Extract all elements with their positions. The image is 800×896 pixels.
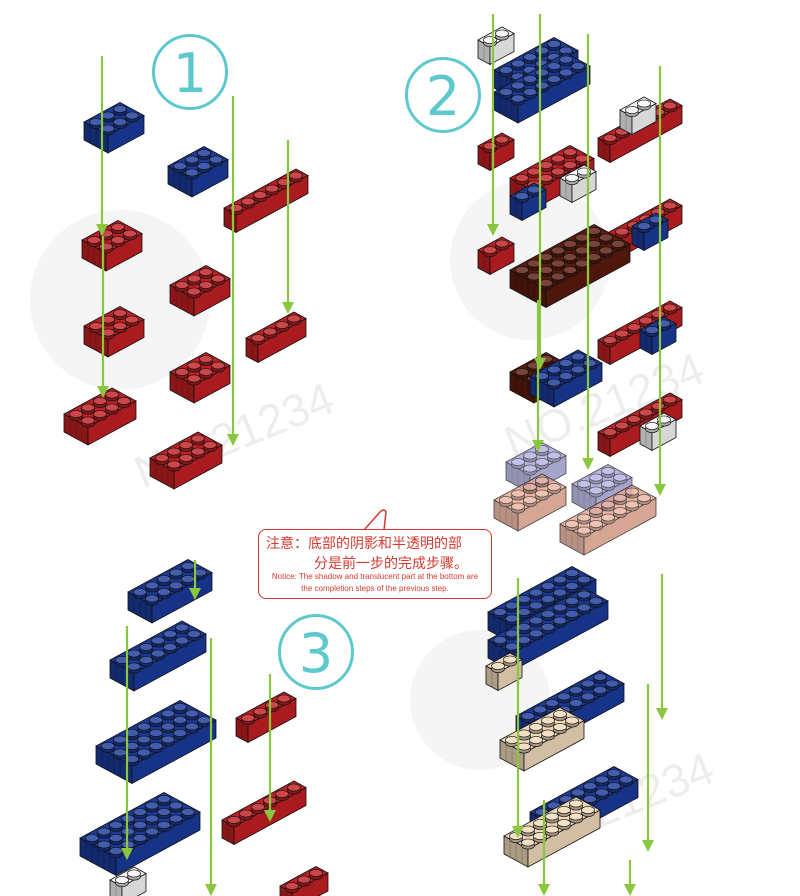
step3r-arrow-1	[512, 578, 524, 838]
step1-red-2x3-b	[169, 265, 231, 317]
step1-red-1x6	[223, 168, 309, 234]
step2-red-1x2-b	[477, 236, 515, 276]
step1-arrow-2	[97, 236, 109, 398]
step-2-badge: 2	[405, 57, 481, 133]
step3-blue-ring-2	[95, 700, 217, 785]
step3-blue-ring-1	[109, 620, 207, 692]
step2-white-1x2-a	[619, 96, 657, 136]
step2-arrow-5	[532, 300, 544, 452]
step2-ghost-peach-b	[559, 484, 657, 556]
step3r-tan-1	[485, 652, 523, 692]
step1-red-2x3-c	[83, 306, 145, 358]
notice-callout	[258, 529, 492, 599]
step3-arrow-3	[205, 638, 217, 896]
step3-blue-1	[127, 559, 213, 624]
notice-cn-line-1: 注意：底部的阴影和半透明的部	[266, 536, 462, 552]
step1-arrow-4	[282, 140, 294, 314]
watermark-logo	[30, 210, 210, 390]
step1-red-2x4-b	[149, 431, 223, 490]
step1-red-2x3-d	[169, 352, 231, 404]
callout-tail	[363, 509, 387, 531]
step3r-tan-3	[503, 796, 601, 868]
step2-arrow-4	[654, 66, 666, 496]
notice-en-line-1: Notice: The shadow and translucent part …	[271, 572, 479, 581]
step1-arrow-3	[227, 96, 239, 446]
step3-red-1x3	[279, 866, 329, 896]
step3-blue-ring-3	[79, 792, 201, 877]
notice-en-line-2: the completion steps of the previous ste…	[301, 584, 449, 593]
step2-blue-base-front	[493, 52, 591, 124]
step2-arrow-1	[487, 14, 499, 236]
step3r-arrow-5	[624, 860, 636, 896]
step3-red-1x4-a	[235, 691, 297, 744]
step-1-badge: 1	[152, 34, 228, 110]
step2-red-1x2-a	[477, 132, 515, 172]
step2-blue-1x2-c	[639, 316, 677, 356]
step2-arrow-3	[582, 34, 594, 470]
step1-arrow-1	[96, 56, 108, 236]
step2-ghost-peach-a	[493, 473, 567, 532]
step3-arrow-1	[189, 560, 201, 600]
step3-arrow-4	[264, 674, 276, 822]
step1-red-2x3-a	[81, 220, 143, 272]
step-3-badge: 3	[278, 614, 354, 690]
notice-cn-line-2: 分是前一步的完成步骤。	[314, 556, 468, 572]
step3r-arrow-2	[642, 684, 654, 852]
step3r-arrow-3	[656, 574, 668, 720]
step1-red-2x4-a	[63, 387, 137, 446]
step2-white-1x2-top	[477, 26, 515, 66]
step3-white-1x2	[109, 866, 147, 896]
step3-arrow-2	[121, 626, 133, 860]
step3-red-1x6	[221, 780, 307, 846]
brick-layer	[63, 26, 683, 896]
step1-red-1x4	[245, 311, 307, 364]
step3r-arrow-4	[538, 800, 550, 896]
step1-blue-2x3-a	[83, 102, 145, 154]
step3r-tan-2	[499, 707, 585, 772]
step1-blue-2x3-b	[167, 146, 229, 198]
arrow-layer	[96, 14, 668, 896]
